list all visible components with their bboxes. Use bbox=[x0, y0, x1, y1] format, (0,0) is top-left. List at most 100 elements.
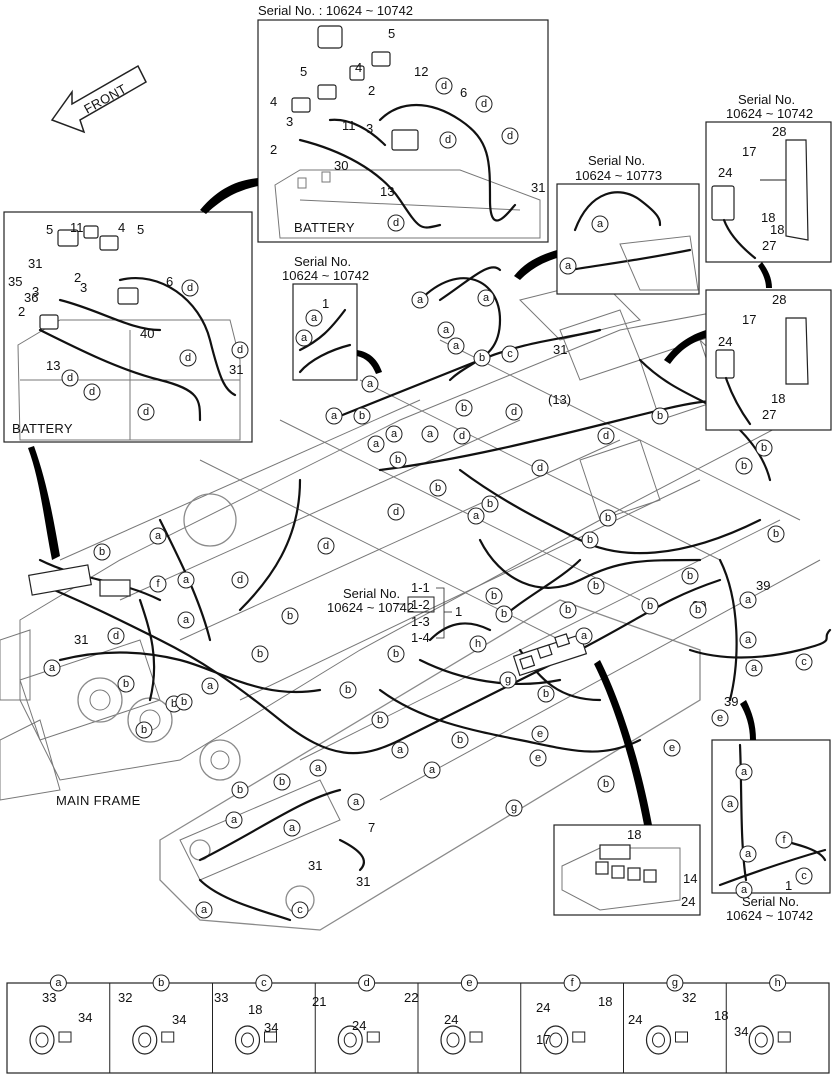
svg-text:a: a bbox=[373, 438, 380, 450]
serial-10773-line1: Serial No. bbox=[588, 153, 645, 168]
svg-text:a: a bbox=[311, 312, 318, 324]
svg-text:b: b bbox=[587, 534, 593, 546]
part-label-4: 4 bbox=[355, 60, 362, 75]
svg-text:b: b bbox=[741, 460, 747, 472]
callout-a: a bbox=[739, 845, 757, 863]
callout-b: b bbox=[455, 399, 473, 417]
svg-text:b: b bbox=[501, 608, 507, 620]
main-frame-label: MAIN FRAME bbox=[56, 793, 141, 808]
legend-part-24: 24 bbox=[628, 1012, 642, 1027]
svg-text:g: g bbox=[505, 674, 511, 686]
center-serial-group: Serial No. 10624 ~ 10742 1-1 1-2 1-3 1-4… bbox=[327, 580, 462, 645]
part-label-2: 2 bbox=[270, 142, 277, 157]
svg-text:a: a bbox=[429, 764, 436, 776]
inset-pointer-d bbox=[740, 700, 756, 740]
callout-b: b bbox=[117, 675, 135, 693]
callout-c: c bbox=[291, 901, 309, 919]
svg-text:a: a bbox=[453, 340, 460, 352]
inset-pointer-b bbox=[758, 262, 772, 288]
part-label-6: 6 bbox=[166, 274, 173, 289]
serial-br-line2: 10624 ~ 10742 bbox=[726, 908, 813, 923]
callout-d: d bbox=[231, 571, 249, 589]
legend-part-34: 34 bbox=[78, 1010, 92, 1025]
clamp-glyph-a bbox=[29, 1025, 72, 1055]
part-label-24: 24 bbox=[681, 894, 695, 909]
svg-text:e: e bbox=[535, 752, 541, 764]
callout-a: a bbox=[447, 337, 465, 355]
svg-text:a: a bbox=[745, 848, 752, 860]
svg-text:d: d bbox=[323, 540, 329, 552]
callout-d: d bbox=[61, 369, 79, 387]
clamp-glyph-h bbox=[748, 1025, 791, 1055]
svg-text:a: a bbox=[417, 294, 424, 306]
part-label-39: 39 bbox=[724, 694, 738, 709]
callout-a: a bbox=[361, 375, 379, 393]
part-label-36: 36 bbox=[24, 290, 38, 305]
serial-b-line2: 10624 ~ 10742 bbox=[726, 106, 813, 121]
part-label-24: 24 bbox=[718, 334, 732, 349]
callout-e: e bbox=[711, 709, 729, 727]
svg-text:a: a bbox=[315, 762, 322, 774]
svg-text:a: a bbox=[207, 680, 214, 692]
svg-text:a: a bbox=[443, 324, 450, 336]
svg-text:b: b bbox=[345, 684, 351, 696]
clamp-glyph-c bbox=[234, 1025, 277, 1055]
callout-b: b bbox=[599, 509, 617, 527]
svg-text:d: d bbox=[603, 430, 609, 442]
part-label-5: 5 bbox=[46, 222, 53, 237]
svg-text:a: a bbox=[581, 630, 588, 642]
inset-serial-bottom-right: Serial No. 10624 ~ 10742 bbox=[711, 739, 831, 923]
callout-b: b bbox=[353, 407, 371, 425]
callout-b: b bbox=[473, 349, 491, 367]
part-label-2: 2 bbox=[18, 304, 25, 319]
callout-b: b bbox=[587, 577, 605, 595]
callout-a: a bbox=[411, 291, 429, 309]
part-label-30: 30 bbox=[334, 158, 348, 173]
callout-d: d bbox=[231, 341, 249, 359]
callout-a: a bbox=[325, 407, 343, 425]
clamp-glyph-g bbox=[645, 1025, 688, 1055]
svg-text:a: a bbox=[473, 510, 480, 522]
callout-a: a bbox=[385, 425, 403, 443]
svg-text:a: a bbox=[741, 766, 748, 778]
svg-text:a: a bbox=[427, 428, 434, 440]
part-label-27: 27 bbox=[762, 238, 776, 253]
part-label-40: 40 bbox=[140, 326, 154, 341]
callout-a: a bbox=[347, 793, 365, 811]
callout-h: h bbox=[469, 635, 487, 653]
part-label-13: 13 bbox=[46, 358, 60, 373]
legend-header-g: g bbox=[666, 974, 684, 992]
callout-d: d bbox=[531, 459, 549, 477]
callout-e: e bbox=[663, 739, 681, 757]
part-label-31: 31 bbox=[308, 858, 322, 873]
svg-text:a: a bbox=[367, 378, 374, 390]
sub-item-1: 1-1 bbox=[411, 580, 430, 595]
callout-b: b bbox=[689, 601, 707, 619]
legend-header-e: e bbox=[460, 974, 478, 992]
callout-a: a bbox=[195, 901, 213, 919]
part-label-35: 35 bbox=[8, 274, 22, 289]
svg-text:c: c bbox=[261, 977, 267, 989]
callout-a: a bbox=[225, 811, 243, 829]
clamp-glyph-b bbox=[132, 1025, 175, 1055]
legend-part-22: 22 bbox=[404, 990, 418, 1005]
svg-text:b: b bbox=[657, 410, 663, 422]
svg-text:e: e bbox=[717, 712, 723, 724]
svg-text:d: d bbox=[237, 574, 243, 586]
inset-serial-10742-a: Serial No. 10624 ~ 10742 bbox=[282, 254, 369, 381]
legend-part-34: 34 bbox=[264, 1020, 278, 1035]
inset-pointer-left bbox=[28, 446, 60, 560]
part-label-31: 31 bbox=[531, 180, 545, 195]
svg-text:a: a bbox=[289, 822, 296, 834]
callout-c: c bbox=[795, 653, 813, 671]
svg-text:a: a bbox=[391, 428, 398, 440]
svg-text:f: f bbox=[782, 834, 786, 846]
legend-part-21: 21 bbox=[312, 994, 326, 1009]
svg-text:c: c bbox=[801, 656, 807, 668]
part-label-18: 18 bbox=[770, 222, 784, 237]
serial-a-line1: Serial No. bbox=[294, 254, 351, 269]
svg-text:a: a bbox=[301, 332, 308, 344]
svg-text:d: d bbox=[113, 630, 119, 642]
legend-header-d: d bbox=[358, 974, 376, 992]
